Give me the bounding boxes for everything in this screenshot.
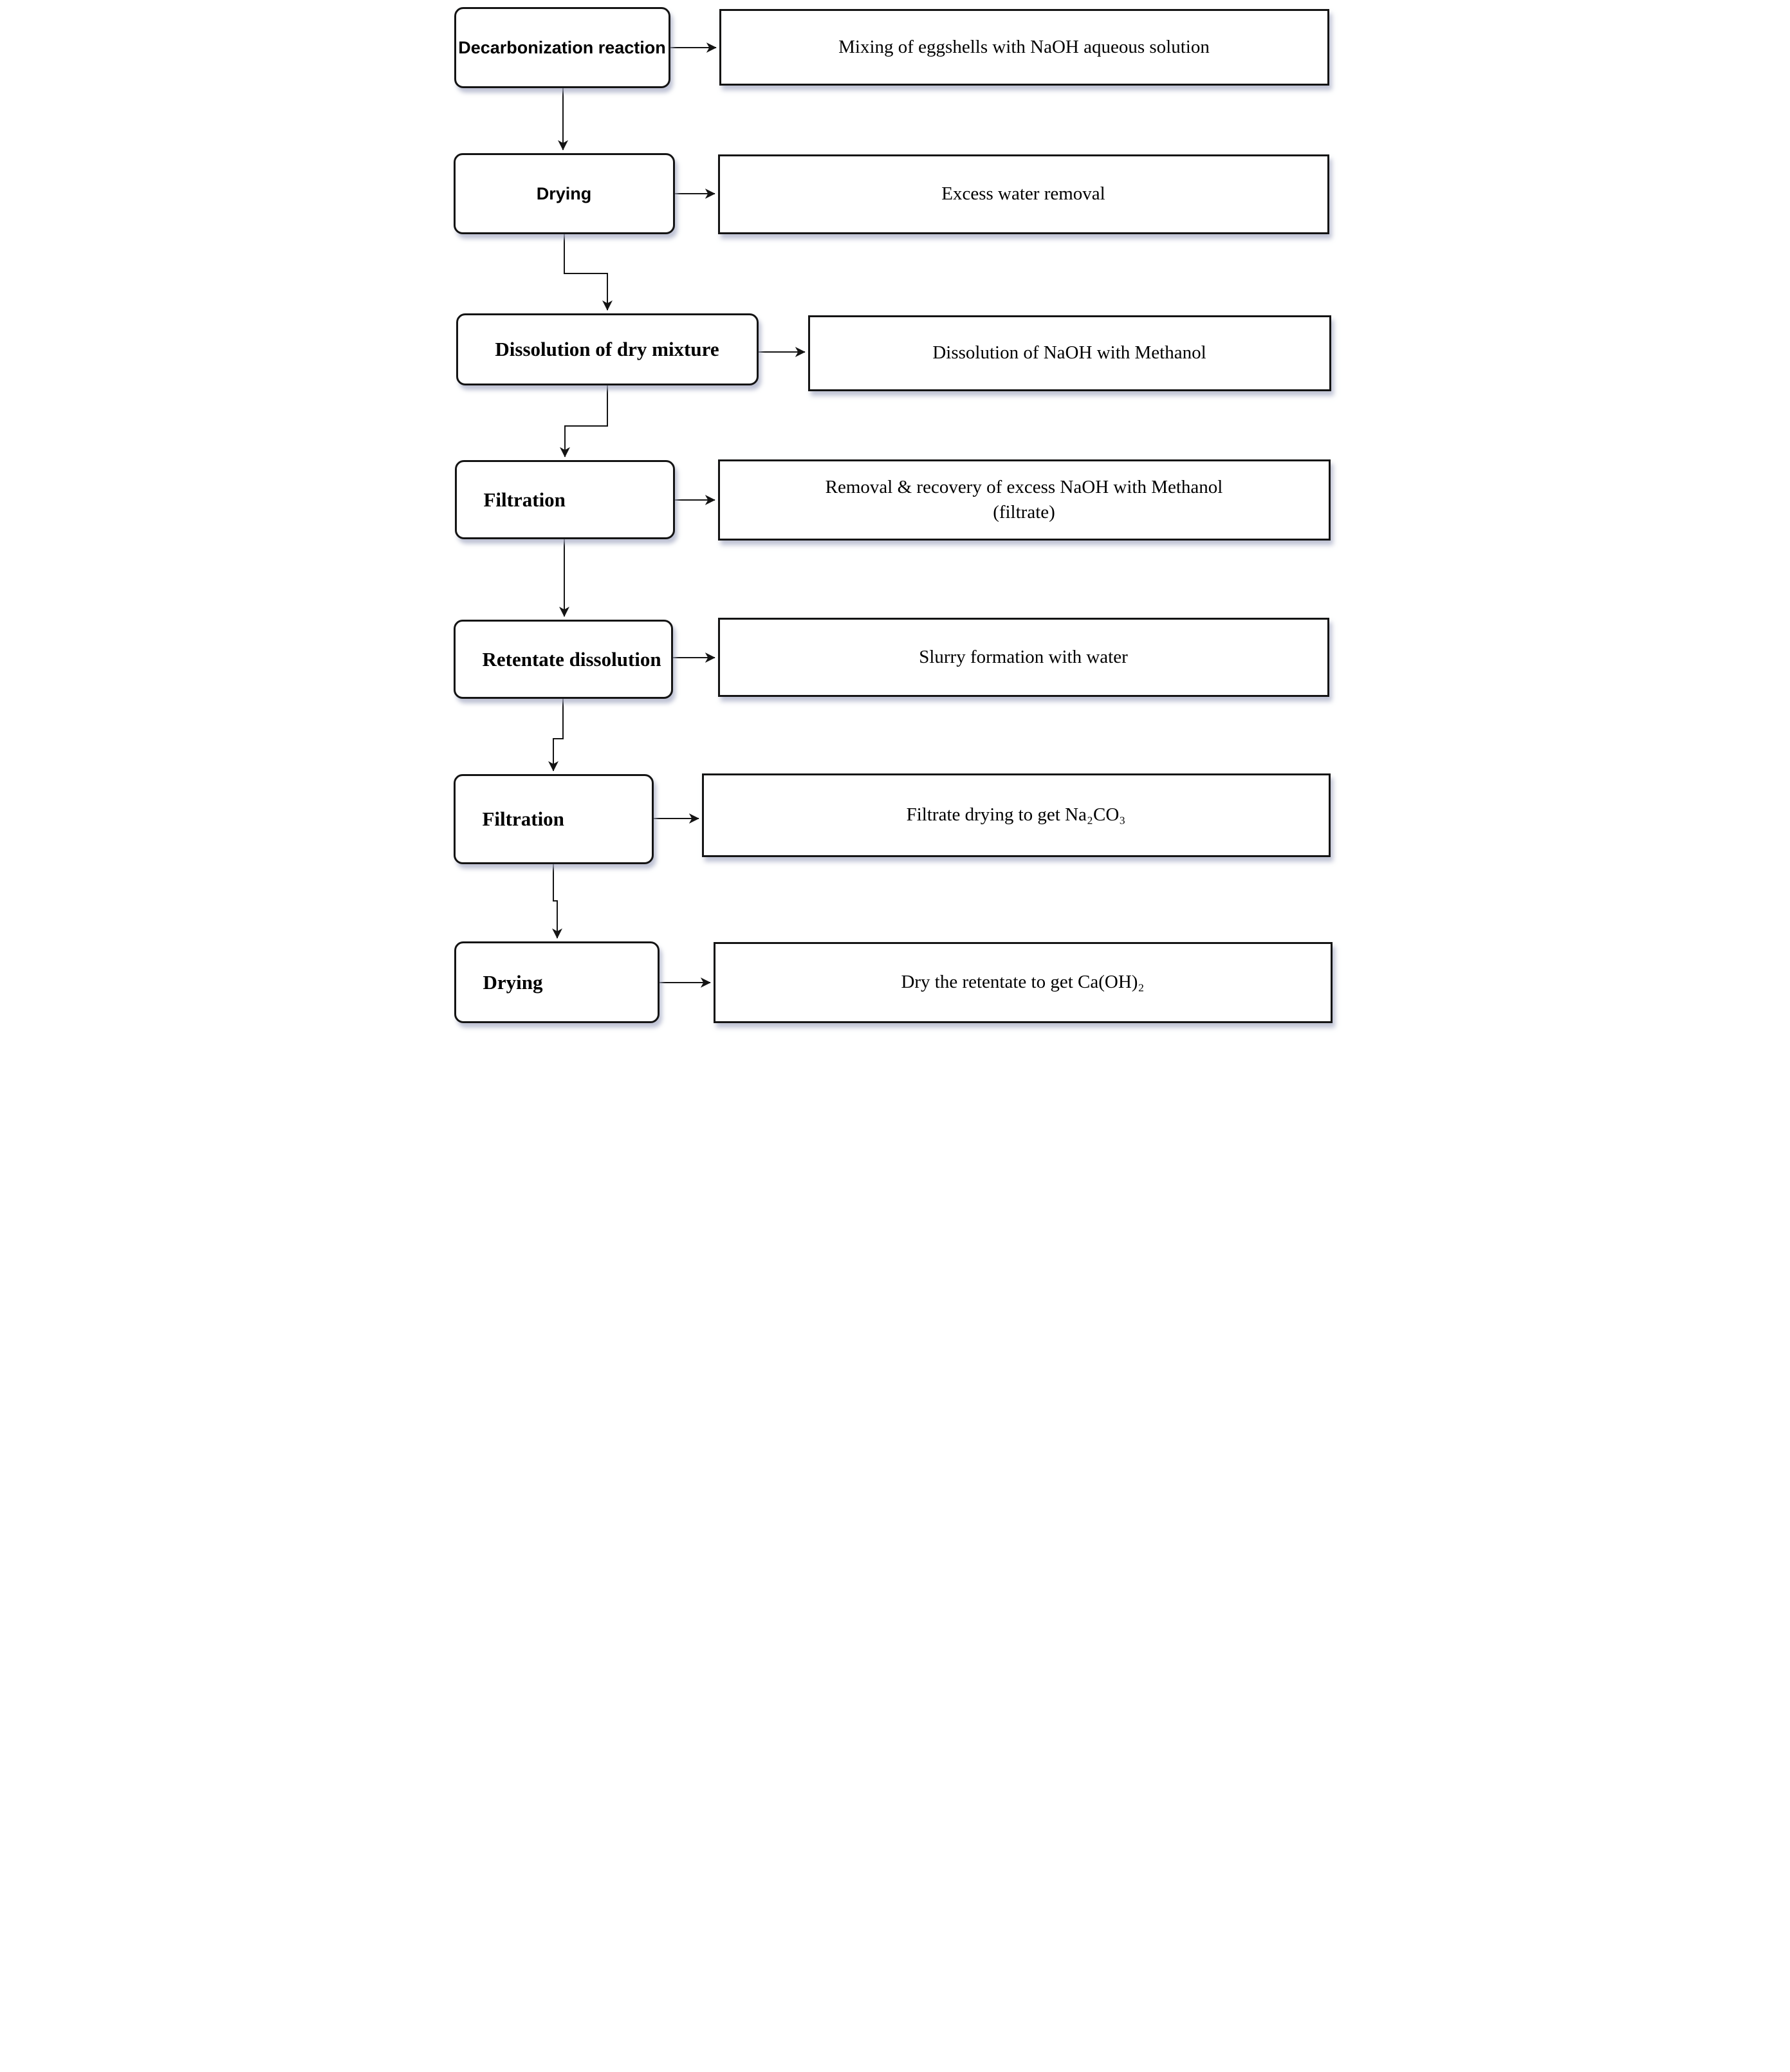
step-box-filtration-2: Filtration [453,774,654,864]
detail-box-dissolution-naoh-methanol: Dissolution of NaOH with Methanol [807,315,1331,391]
connector-step3-step4 [559,385,608,458]
step-label: Drying [536,183,592,203]
detail-box-excess-water-removal: Excess water removal [717,154,1329,234]
detail-label: Excess water removal [941,183,1105,205]
flowchart-canvas: Decarbonization reaction Mixing of eggsh… [447,0,1343,1036]
connector-step6-step7 [551,864,562,939]
step-label: Decarbonization reaction [458,37,666,57]
step-label: Dissolution of dry mixture [495,338,719,361]
detail-box-slurry-formation: Slurry formation with water [717,618,1329,697]
connector-step2-step3 [563,234,613,311]
detail-box-filtrate-drying-na2co3: Filtrate drying to get Na₂CO₃ [701,773,1331,857]
step-box-filtration-1: Filtration [454,460,675,539]
step-box-dissolution-dry-mixture: Dissolution of dry mixture [456,313,759,385]
detail-label: Dissolution of NaOH with Methanol [932,342,1206,364]
step-box-drying-1: Drying [453,153,675,234]
detail-box-removal-recovery-naoh: Removal & recovery of excess NaOH with M… [717,459,1331,541]
step-box-drying-2: Drying [454,941,660,1023]
step-label: Filtration [482,808,564,831]
step-box-decarbonization-reaction: Decarbonization reaction [454,7,670,88]
detail-label: Slurry formation with water [919,646,1128,667]
step-label: Retentate dissolution [482,647,661,671]
detail-label: Removal & recovery of excess NaOH with M… [825,476,1223,523]
detail-label: Mixing of eggshells with NaOH aqueous so… [838,36,1210,57]
connector-step5-step6 [548,699,564,772]
detail-box-dry-retentate-caoh2: Dry the retentate to get Ca(OH)₂ [713,942,1333,1023]
detail-label: Dry the retentate to get Ca(OH)₂ [901,972,1145,993]
step-label: Drying [483,970,543,994]
detail-label: Filtrate drying to get Na₂CO₃ [906,804,1126,826]
detail-box-mixing-eggshells: Mixing of eggshells with NaOH aqueous so… [719,9,1329,86]
step-box-retentate-dissolution: Retentate dissolution [453,620,673,699]
step-label: Filtration [483,488,566,511]
